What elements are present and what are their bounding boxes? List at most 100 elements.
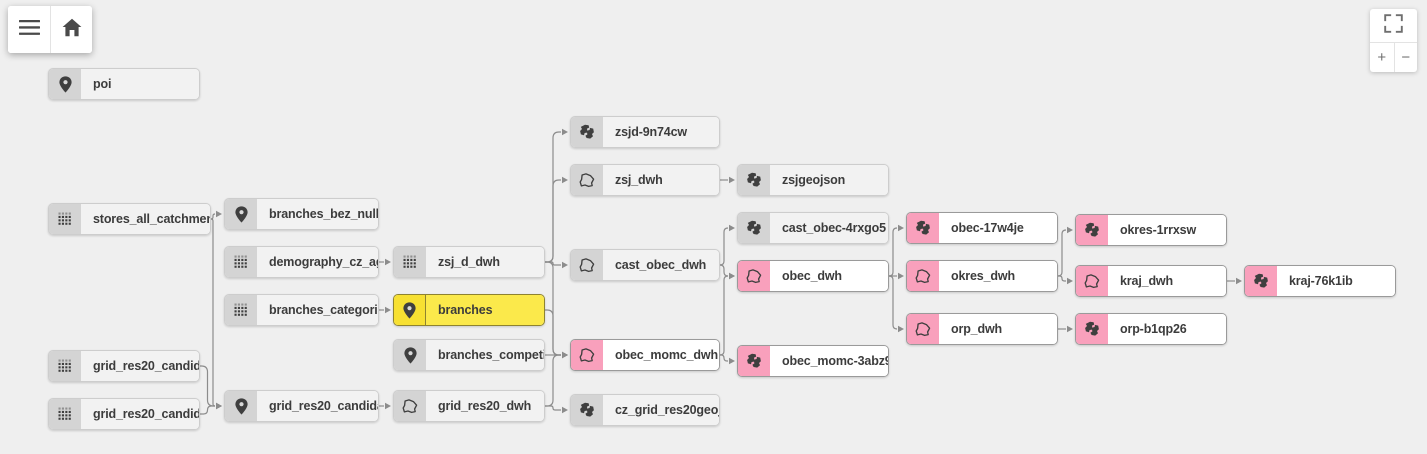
graph-edge xyxy=(545,405,561,411)
graph-edge xyxy=(210,213,216,220)
graph-edge xyxy=(545,309,561,356)
graph-node-label: kraj_dwh xyxy=(1108,266,1226,296)
graph-edge-arrow xyxy=(562,351,568,359)
graph-node-label: zsjgeojson xyxy=(770,165,888,195)
polygon-icon xyxy=(571,340,603,370)
pin-icon xyxy=(394,295,426,325)
pin-icon xyxy=(225,199,257,229)
table-icon xyxy=(394,247,426,277)
graph-node-zsj_dwh[interactable]: zsj_dwh xyxy=(570,164,720,196)
top-right-toolbar: + − xyxy=(1370,9,1417,72)
graph-edge-arrow xyxy=(562,351,568,359)
graph-node-cast_obec_dwh[interactable]: cast_obec_dwh xyxy=(570,249,720,281)
polygon-icon xyxy=(738,261,770,291)
graph-node-kraj_dwh[interactable]: kraj_dwh xyxy=(1075,265,1227,297)
graph-node-label: branches_categories_ xyxy=(257,295,378,325)
graph-node-branches_bez_null[interactable]: branches_bez_null xyxy=(224,198,379,230)
graph-node-obec_momc_dwh[interactable]: obec_momc_dwh xyxy=(570,339,720,371)
top-left-toolbar xyxy=(8,6,92,53)
graph-edge-arrow xyxy=(898,272,904,280)
graph-node-obec_dwh[interactable]: obec_dwh xyxy=(737,260,889,292)
graph-node-label: grid_res20_candidate xyxy=(81,399,199,429)
graph-node-grid_res20_candidate_c[interactable]: grid_res20_candidate xyxy=(224,390,379,422)
zoom-in-button[interactable]: + xyxy=(1377,49,1387,66)
graph-node-label: kraj-76k1ib xyxy=(1277,266,1395,296)
graph-node-label: zsj_dwh xyxy=(603,165,719,195)
graph-edge xyxy=(200,405,215,415)
graph-node-label: zsjd-9n74cw xyxy=(603,117,719,147)
graph-edge-arrow xyxy=(1067,226,1073,234)
graph-edge-arrow xyxy=(1067,277,1073,285)
multipoly-icon xyxy=(738,346,770,376)
table-icon xyxy=(49,399,81,429)
graph-edge-arrow xyxy=(562,261,568,269)
graph-node-branches_categories[interactable]: branches_categories_ xyxy=(224,294,379,326)
multipoly-icon xyxy=(1076,215,1108,245)
graph-node-cast_obec_4rxgo5[interactable]: cast_obec-4rxgo5 xyxy=(737,212,889,244)
graph-node-poi[interactable]: poi xyxy=(48,68,200,100)
multipoly-icon xyxy=(1076,314,1108,344)
graph-node-label: grid_res20_candidate xyxy=(257,391,378,421)
graph-edge-arrow xyxy=(898,224,904,232)
graph-node-stores_all_catchment[interactable]: stores_all_catchment xyxy=(48,203,211,235)
graph-node-kraj_76k1ib[interactable]: kraj-76k1ib xyxy=(1244,265,1396,297)
graph-node-label: obec_momc-3abz9t xyxy=(770,346,888,376)
graph-edge xyxy=(720,354,728,362)
graph-node-grid_res20_candidate_b[interactable]: grid_res20_candidate xyxy=(48,398,200,430)
graph-node-label: okres-1rrxsw xyxy=(1108,215,1226,245)
graph-node-grid_res20_candidate_a[interactable]: grid_res20_candidate xyxy=(48,350,200,382)
graph-edge xyxy=(1057,229,1067,277)
home-button[interactable] xyxy=(50,6,92,53)
graph-node-orp_dwh[interactable]: orp_dwh xyxy=(906,313,1058,345)
graph-edge-arrow xyxy=(729,224,735,232)
graph-node-okres_1rrxsw[interactable]: okres-1rrxsw xyxy=(1075,214,1227,246)
graph-node-zsjd_9n74cw[interactable]: zsjd-9n74cw xyxy=(570,116,720,148)
graph-edge xyxy=(888,227,898,277)
polygon-icon xyxy=(1076,266,1108,296)
polygon-icon xyxy=(907,314,939,344)
graph-node-obec_17w4je[interactable]: obec-17w4je xyxy=(906,212,1058,244)
home-icon xyxy=(62,18,82,42)
graph-node-cz_grid_res20geojson[interactable]: cz_grid_res20geojson xyxy=(570,394,720,426)
graph-edge-arrow xyxy=(562,176,568,184)
graph-node-demography_cz_age[interactable]: demography_cz_age_ xyxy=(224,246,379,278)
graph-node-branches_competitive[interactable]: branches_competitive xyxy=(393,339,545,371)
graph-edge xyxy=(1058,275,1066,282)
graph-edge xyxy=(719,227,729,266)
pin-icon xyxy=(49,69,81,99)
graph-node-zsjgeojson[interactable]: zsjgeojson xyxy=(737,164,889,196)
graph-node-label: cast_obec_dwh xyxy=(603,250,719,280)
graph-edge xyxy=(210,218,216,407)
fullscreen-button[interactable] xyxy=(1370,9,1417,43)
graph-node-grid_res20_dwh[interactable]: grid_res20_dwh xyxy=(393,390,545,422)
graph-node-branches[interactable]: branches xyxy=(393,294,545,326)
graph-edge-arrow xyxy=(216,402,222,410)
graph-node-zsj_d_dwh[interactable]: zsj_d_dwh xyxy=(393,246,545,278)
graph-edge-arrow xyxy=(385,258,391,266)
graph-edge xyxy=(719,264,729,277)
graph-node-label: branches_bez_null xyxy=(257,199,378,229)
graph-edge xyxy=(545,261,561,266)
table-icon xyxy=(49,351,81,381)
graph-edge xyxy=(200,365,215,407)
graph-node-obec_momc_3abz9t[interactable]: obec_momc-3abz9t xyxy=(737,345,889,377)
graph-node-label: stores_all_catchment xyxy=(81,204,210,234)
polygon-icon xyxy=(571,165,603,195)
graph-node-label: cast_obec-4rxgo5 xyxy=(770,213,888,243)
menu-icon xyxy=(18,19,40,40)
graph-edge xyxy=(888,275,898,330)
graph-node-label: cz_grid_res20geojson xyxy=(603,395,719,425)
graph-edge-arrow xyxy=(729,176,735,184)
multipoly-icon xyxy=(907,213,939,243)
graph-node-label: orp_dwh xyxy=(939,314,1057,344)
zoom-out-button[interactable]: − xyxy=(1393,43,1418,72)
menu-button[interactable] xyxy=(8,6,50,53)
graph-node-orp_b1qp26[interactable]: orp-b1qp26 xyxy=(1075,313,1227,345)
graph-node-label: branches_competitive xyxy=(426,340,544,370)
table-icon xyxy=(225,295,257,325)
graph-edge-arrow xyxy=(729,272,735,280)
graph-edge-arrow xyxy=(216,210,222,218)
graph-node-okres_dwh[interactable]: okres_dwh xyxy=(906,260,1058,292)
multipoly-icon xyxy=(571,395,603,425)
